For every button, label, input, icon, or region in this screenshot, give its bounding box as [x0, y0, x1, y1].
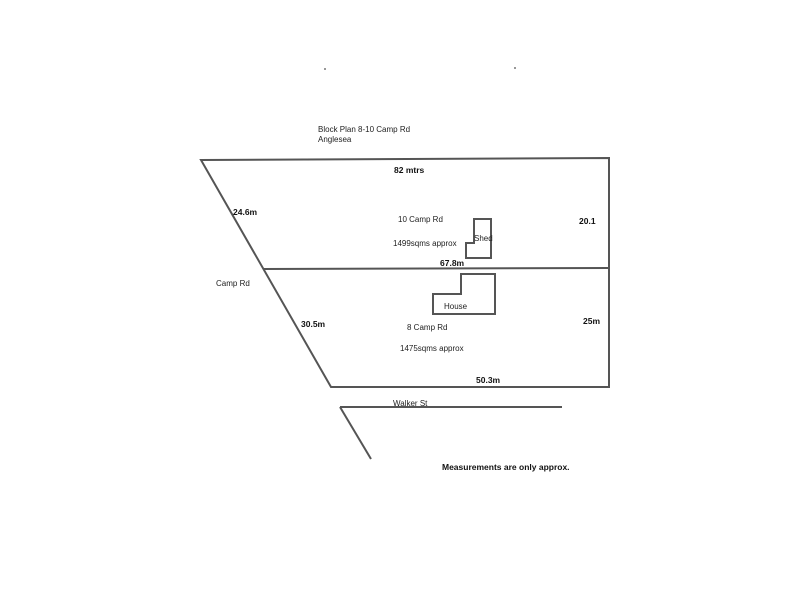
scan-speck	[324, 68, 326, 70]
lot-boundary	[262, 267, 610, 270]
street-walker-st: Walker St	[393, 399, 428, 408]
shed-outline	[465, 218, 492, 259]
lot-lower-name: 8 Camp Rd	[407, 323, 447, 332]
block-outline	[199, 156, 610, 388]
scan-speck	[514, 67, 516, 69]
house-label: House	[444, 302, 468, 311]
house-outline	[432, 273, 496, 315]
measure-upper-left: 24.6m	[233, 207, 258, 217]
measure-lower-left: 30.5m	[301, 319, 326, 329]
plan-location: Anglesea	[318, 135, 352, 144]
measure-lower-right: 25m	[583, 316, 600, 326]
measure-bottom: 50.3m	[476, 375, 501, 385]
shed-label: Shed	[474, 234, 493, 243]
measure-top: 82 mtrs	[394, 165, 425, 175]
camp-rd-edge	[339, 406, 372, 460]
approx-note: Measurements are only approx.	[442, 462, 570, 472]
street-camp-rd: Camp Rd	[216, 279, 250, 288]
lot-upper-area: 1499sqms approx	[393, 239, 457, 248]
measure-upper-right: 20.1	[579, 216, 596, 226]
lot-upper-name: 10 Camp Rd	[398, 215, 443, 224]
measure-middle: 67.8m	[440, 258, 465, 268]
plan-title: Block Plan 8-10 Camp Rd	[318, 125, 410, 134]
lot-lower-area: 1475sqms approx	[400, 344, 464, 353]
